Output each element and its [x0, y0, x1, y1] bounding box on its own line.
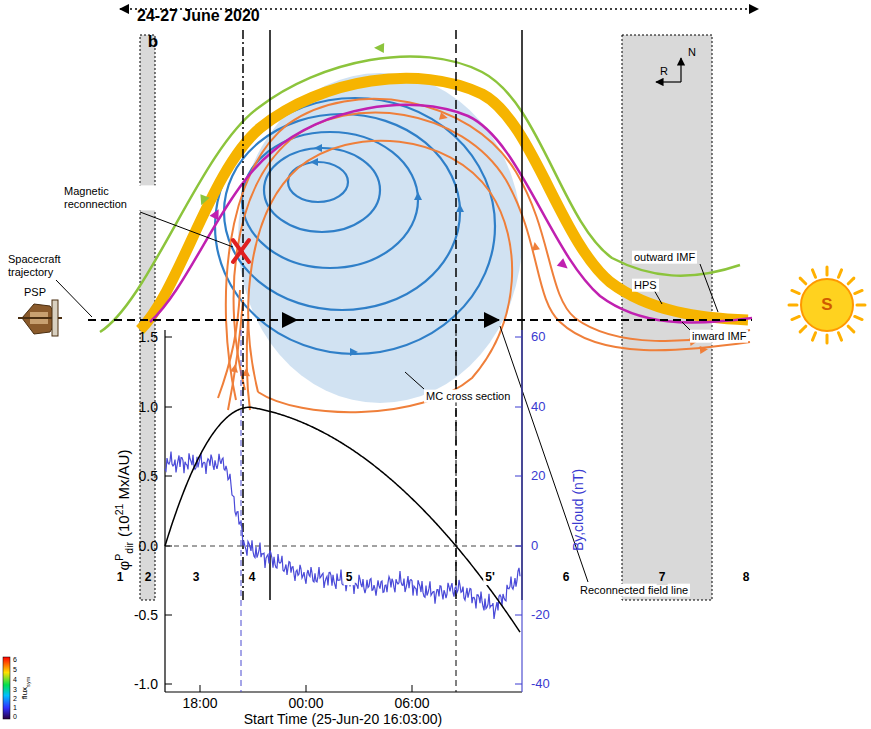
- label: Spacecraft trajectory: [6, 253, 90, 278]
- colorbar: [3, 657, 10, 719]
- label: 0.5: [139, 468, 158, 484]
- chart-axes: [165, 330, 522, 692]
- label: 5: [344, 571, 355, 585]
- label: 00:00: [288, 695, 323, 711]
- flux-rope-arrows: [310, 144, 464, 356]
- label: -40: [531, 677, 550, 692]
- label: 1: [115, 571, 126, 585]
- label: -20: [531, 608, 550, 623]
- chart-ticks: [165, 337, 522, 692]
- hps-band-curve: [140, 78, 748, 330]
- axis-label-part: 21: [113, 504, 125, 516]
- label: inward IMF: [690, 330, 748, 343]
- label: 4: [247, 571, 258, 585]
- figure-title: 24-27 June 2020: [137, 7, 260, 25]
- label: Magnetic reconnection: [62, 185, 161, 210]
- y-axis-label: φPdir (1021 Mx/AU): [114, 450, 135, 571]
- psp-spacecraft: [18, 300, 62, 336]
- label: 7: [657, 571, 668, 585]
- label: 60: [531, 330, 545, 345]
- draped-field-arrows: [230, 112, 708, 376]
- label: 1.5: [139, 329, 158, 345]
- label: 3: [191, 571, 202, 585]
- compass: [656, 58, 681, 82]
- axis-label-part: dir: [123, 542, 135, 554]
- boundary-lines: [243, 30, 522, 600]
- label: 1.0: [139, 399, 158, 415]
- label: 0: [13, 713, 17, 721]
- trajectory-arrow: [282, 312, 298, 328]
- label: PSP: [24, 286, 46, 299]
- label: Start Time (25-Jun-20 16:03:00): [244, 711, 442, 727]
- leader-lines: [56, 212, 718, 582]
- axis-label-part: Mx/AU): [115, 450, 132, 500]
- label: -0.5: [134, 607, 158, 623]
- by-cloud-curve: [165, 452, 520, 619]
- imf-arrows: [197, 43, 571, 273]
- axis-label-part: flux: [20, 687, 29, 699]
- label: b: [148, 32, 158, 52]
- label: R: [660, 65, 668, 78]
- axis-label-part: φ: [115, 561, 132, 571]
- label: HPS: [632, 279, 659, 292]
- label: 2: [143, 571, 154, 585]
- label: N: [688, 46, 696, 59]
- label: 6: [13, 656, 17, 664]
- label: 06:00: [394, 695, 429, 711]
- label: 20: [531, 469, 545, 484]
- label: 40: [531, 400, 545, 415]
- label: 4: [13, 676, 17, 684]
- label: 5': [483, 571, 497, 585]
- axis-label-part: P: [113, 554, 125, 561]
- sun-rays: [789, 267, 865, 343]
- axis-label-part: (10: [115, 515, 132, 537]
- label: 2: [13, 695, 17, 703]
- label: -1.0: [134, 676, 158, 692]
- axis-label-part: sym: [25, 677, 31, 687]
- sun-circle: S: [799, 277, 855, 333]
- colorbar-label: fluxsym: [21, 677, 31, 700]
- label: 5: [13, 666, 17, 674]
- label: 18:00: [182, 695, 217, 711]
- spacecraft-trajectory: [88, 319, 752, 321]
- outward-imf-line: [100, 56, 740, 332]
- label: 0: [531, 539, 538, 554]
- label: Reconnected field line: [578, 584, 690, 597]
- reconnection-x: [233, 240, 249, 262]
- label: 8: [741, 571, 752, 585]
- trajectory-arrow: [484, 312, 500, 328]
- label: 6: [561, 571, 572, 585]
- label: MC cross section: [424, 390, 512, 403]
- label: 0.0: [139, 538, 158, 554]
- chart-curves: [165, 407, 520, 632]
- label: By,cloud (nT): [570, 469, 586, 551]
- label: 1: [13, 704, 17, 712]
- label: 3: [13, 686, 17, 694]
- inward-imf-line: [150, 105, 752, 323]
- draped-field-lines: [218, 99, 750, 412]
- flux-curve: [165, 407, 520, 632]
- sun-label: S: [799, 277, 855, 333]
- label: outward IMF: [632, 251, 697, 264]
